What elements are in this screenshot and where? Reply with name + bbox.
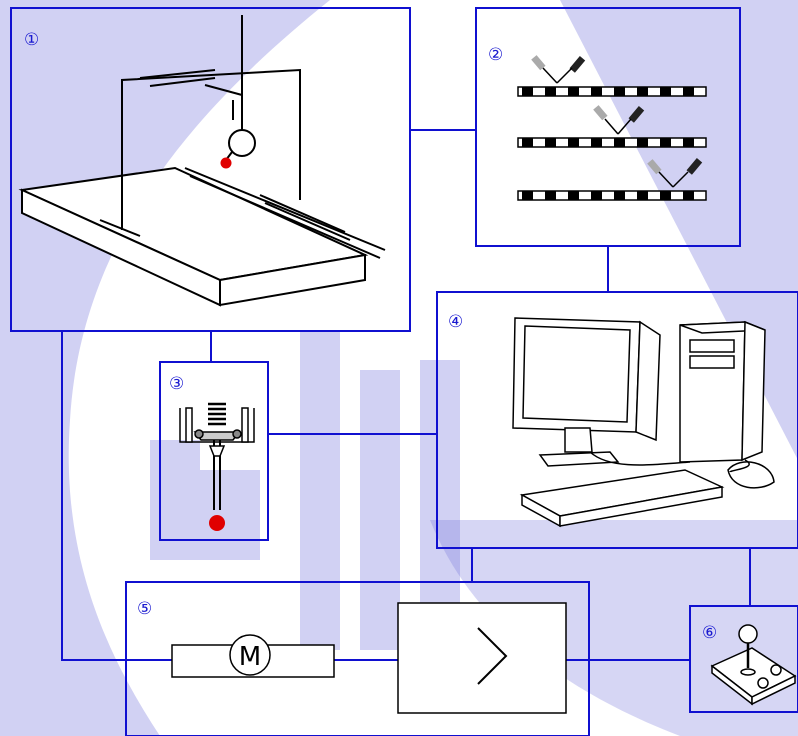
probe-tip: [209, 515, 225, 531]
computer-icon: [513, 318, 774, 526]
computer-number: ④: [448, 312, 463, 332]
motor-label: M: [239, 642, 261, 672]
joystick-number: ⑥: [702, 623, 717, 643]
computer-panel: ④: [437, 292, 798, 548]
cmm-number: ①: [24, 30, 39, 50]
cmm-probe-tip: [221, 158, 232, 169]
controller-icon: [398, 603, 566, 713]
drive-number: ⑤: [137, 599, 152, 619]
reader-head-1-icon: [531, 55, 585, 83]
scale-number: ②: [488, 45, 503, 65]
probe-number: ③: [169, 374, 184, 394]
